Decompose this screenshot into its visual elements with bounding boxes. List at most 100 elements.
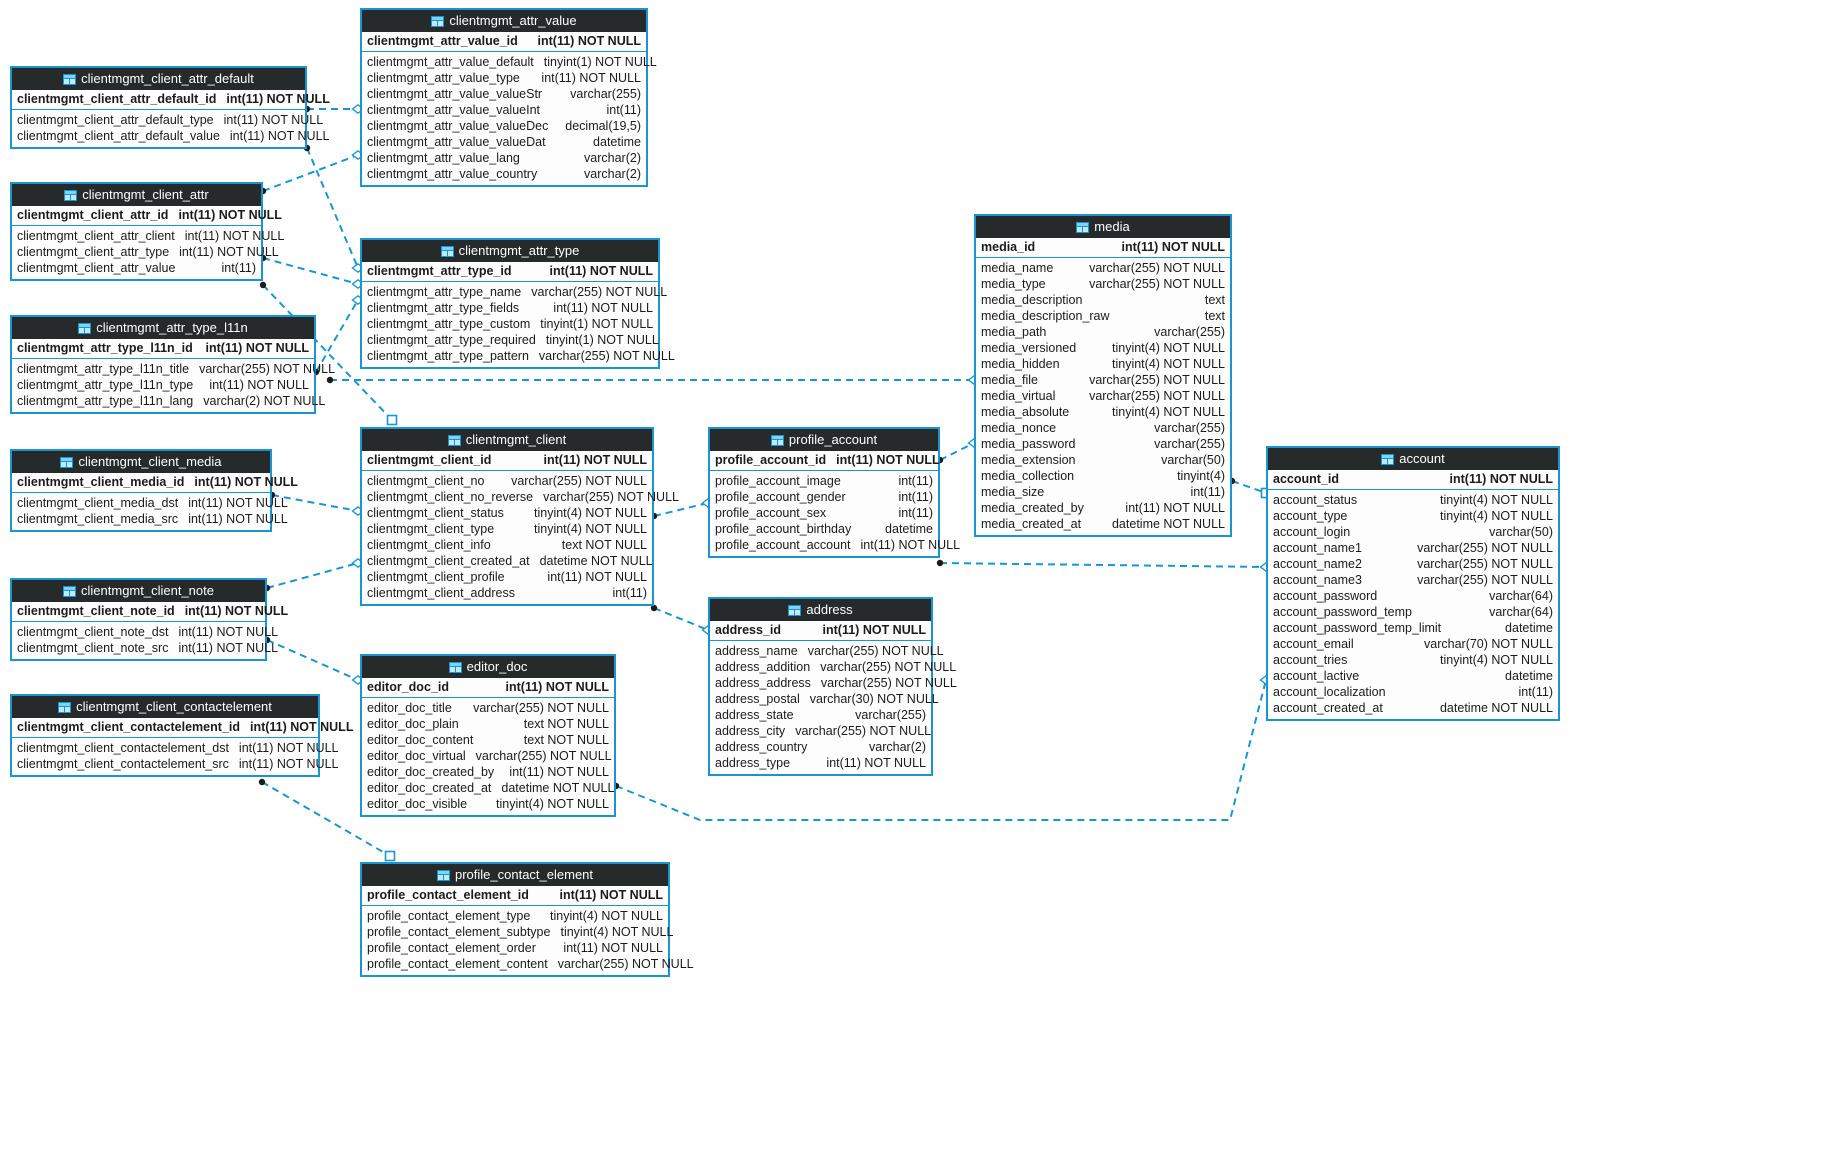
entity-header-clientmgmt_client_note[interactable]: clientmgmt_client_note (12, 580, 265, 602)
entity-header-clientmgmt_client[interactable]: clientmgmt_client (362, 429, 652, 451)
relationship-edge-rel-4[interactable] (262, 257, 359, 285)
entity-clientmgmt_attr_type[interactable]: clientmgmt_attr_type clientmgmt_attr_type… (360, 238, 675, 369)
entity-header-clientmgmt_attr_type_l11n[interactable]: clientmgmt_attr_type_l11n (12, 317, 314, 339)
relationship-edge-rel-13[interactable] (939, 562, 1267, 568)
entity-clientmgmt_client_contactelement[interactable]: clientmgmt_client_contactelement clientmg… (10, 694, 353, 777)
entity-header-address[interactable]: address (710, 599, 931, 621)
entity-header-clientmgmt_attr_value[interactable]: clientmgmt_attr_value (362, 10, 646, 32)
relationship-edge-rel-2[interactable] (262, 154, 359, 192)
entity-header-clientmgmt_attr_type[interactable]: clientmgmt_attr_type (362, 240, 658, 262)
relationship-edge-rel-11[interactable] (939, 442, 975, 461)
entity-header-editor_doc[interactable]: editor_doc (362, 656, 614, 678)
entity-header-profile_account[interactable]: profile_account (710, 429, 938, 451)
relationship-edge-rel-3[interactable] (306, 147, 359, 269)
relationship-edge-rel-14[interactable] (653, 607, 709, 631)
entity-header-clientmgmt_client_attr[interactable]: clientmgmt_client_attr (12, 184, 261, 206)
entity-header-clientmgmt_client_media[interactable]: clientmgmt_client_media (12, 451, 270, 473)
relationship-edge-rel-10[interactable] (653, 502, 709, 517)
relationship-edge-rel-12[interactable] (1231, 480, 1267, 494)
entity-clientmgmt_client_media[interactable]: clientmgmt_client_media clientmgmt_client… (10, 449, 298, 532)
entity-header-account[interactable]: account (1268, 448, 1558, 470)
entity-header-profile_contact_element[interactable]: profile_contact_element (362, 864, 668, 886)
entity-header-clientmgmt_client_contactelement[interactable]: clientmgmt_client_contactelement (12, 696, 318, 718)
